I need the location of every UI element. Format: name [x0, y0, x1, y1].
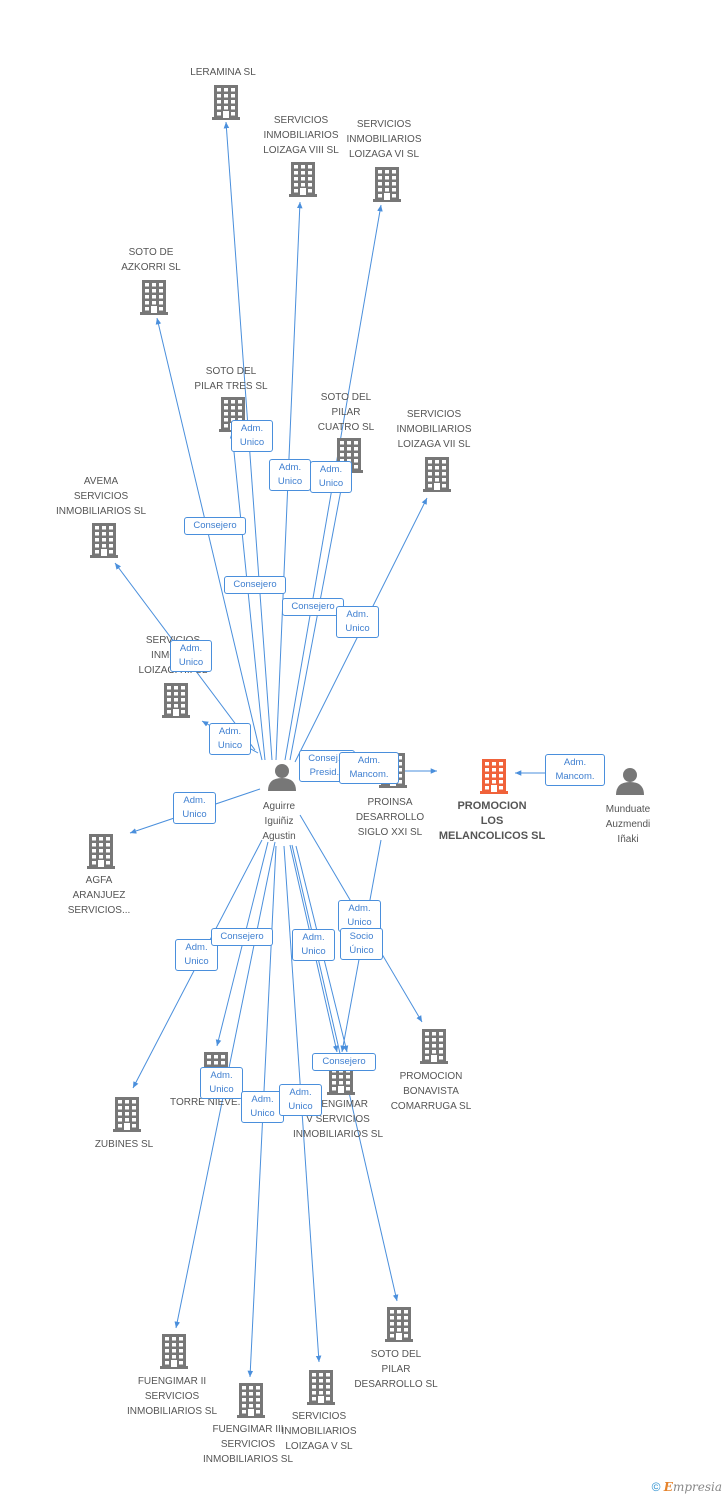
company-icon[interactable]	[373, 167, 401, 202]
role-badge[interactable]: Socio Único	[340, 928, 383, 960]
company-label[interactable]: SOTO DEL PILAR TRES SL	[194, 366, 268, 392]
role-badge[interactable]: Adm. Unico	[170, 640, 212, 672]
footer-brand: © Empresia	[652, 1480, 722, 1494]
relation-edge	[155, 317, 263, 761]
role-badge[interactable]: Consejero	[282, 598, 344, 616]
company-icon[interactable]	[162, 683, 190, 718]
company-icon[interactable]	[160, 1334, 188, 1369]
role-badge[interactable]: Adm. Unico	[241, 1091, 284, 1123]
company-icon[interactable]	[90, 523, 118, 558]
role-badge[interactable]: Adm. Unico	[338, 900, 381, 932]
role-badge[interactable]: Adm. Unico	[173, 792, 216, 824]
company-label[interactable]: SERVICIOS INMOBILIARIOS LOIZAGA VII SL	[396, 409, 472, 450]
role-badge[interactable]: Adm. Unico	[231, 420, 273, 452]
company-label[interactable]: PROMOCION BONAVISTA COMARRUGA SL	[390, 1071, 472, 1112]
company-label[interactable]: PROMOCION LOS MELANCOLICOS SL	[438, 800, 546, 842]
company-icon[interactable]	[87, 834, 115, 869]
company-icon[interactable]	[423, 457, 451, 492]
person-icon[interactable]	[268, 764, 296, 791]
focus-company-icon[interactable]	[480, 759, 508, 794]
company-label[interactable]: SOTO DEL PILAR CUATRO SL	[317, 392, 375, 433]
copyright-symbol: ©	[651, 1480, 661, 1494]
brand-logo: Empresia	[663, 1480, 722, 1494]
role-badge[interactable]: Consejero	[211, 928, 273, 946]
company-icon[interactable]	[237, 1383, 265, 1418]
role-badge[interactable]: Adm. Unico	[200, 1067, 243, 1099]
person-label[interactable]: Munduate Auzmendi Iñaki	[605, 804, 651, 845]
company-icon[interactable]	[307, 1370, 335, 1405]
company-icon[interactable]	[420, 1029, 448, 1064]
company-label[interactable]: LERAMINA SL	[190, 67, 256, 78]
role-badge[interactable]: Adm. Unico	[209, 723, 251, 755]
role-badge[interactable]: Adm. Unico	[336, 606, 379, 638]
company-label[interactable]: SOTO DE AZKORRI SL	[121, 247, 181, 273]
company-icon[interactable]	[212, 85, 240, 120]
company-label[interactable]: SOTO DEL PILAR DESARROLLO SL	[354, 1349, 438, 1390]
company-label[interactable]: FUENGIMAR III SERVICIOS INMOBILIARIOS SL	[202, 1424, 294, 1465]
role-badge[interactable]: Adm. Unico	[292, 929, 335, 961]
company-label[interactable]: TORRE NIEVE...	[170, 1097, 246, 1108]
role-badge[interactable]: Adm. Unico	[310, 461, 352, 493]
relation-edge	[289, 473, 346, 761]
company-label[interactable]: AGFA ARANJUEZ SERVICIOS...	[67, 875, 131, 916]
company-label[interactable]: FUENGIMAR V SERVICIOS INMOBILIARIOS SL	[292, 1099, 384, 1140]
company-icon[interactable]	[140, 280, 168, 315]
role-badge[interactable]: Consejero	[184, 517, 246, 535]
relation-edge	[229, 431, 266, 761]
role-badge[interactable]: Adm. Unico	[279, 1084, 322, 1116]
person-label[interactable]: Aguirre Iguiñiz Agustin	[262, 801, 296, 842]
role-badge[interactable]: Consejero	[224, 576, 286, 594]
role-badge[interactable]: Adm. Mancom.	[339, 752, 399, 784]
person-icon[interactable]	[616, 768, 644, 795]
company-label[interactable]: FUENGIMAR II SERVICIOS INMOBILIARIOS SL	[126, 1376, 218, 1417]
company-label[interactable]: AVEMA SERVICIOS INMOBILIARIOS SL	[55, 476, 147, 517]
role-badge[interactable]: Adm. Unico	[175, 939, 218, 971]
company-label[interactable]: SERVICIOS INMOBILIARIOS LOIZAGA VI SL	[346, 119, 422, 160]
company-icon[interactable]	[385, 1307, 413, 1342]
company-icon[interactable]	[113, 1097, 141, 1132]
company-icon[interactable]	[289, 162, 317, 197]
role-badge[interactable]: Adm. Mancom.	[545, 754, 605, 786]
company-label[interactable]: PROINSA DESARROLLO SIGLO XXI SL	[355, 797, 425, 838]
role-badge[interactable]: Adm. Unico	[269, 459, 311, 491]
company-label[interactable]: SERVICIOS INMOBILIARIOS LOIZAGA V SL	[281, 1411, 357, 1452]
company-label[interactable]: SERVICIOS INMOBILIARIOS LOIZAGA VIII SL	[263, 115, 339, 156]
role-badge[interactable]: Consejero	[312, 1053, 376, 1071]
company-label[interactable]: ZUBINES SL	[94, 1139, 154, 1150]
